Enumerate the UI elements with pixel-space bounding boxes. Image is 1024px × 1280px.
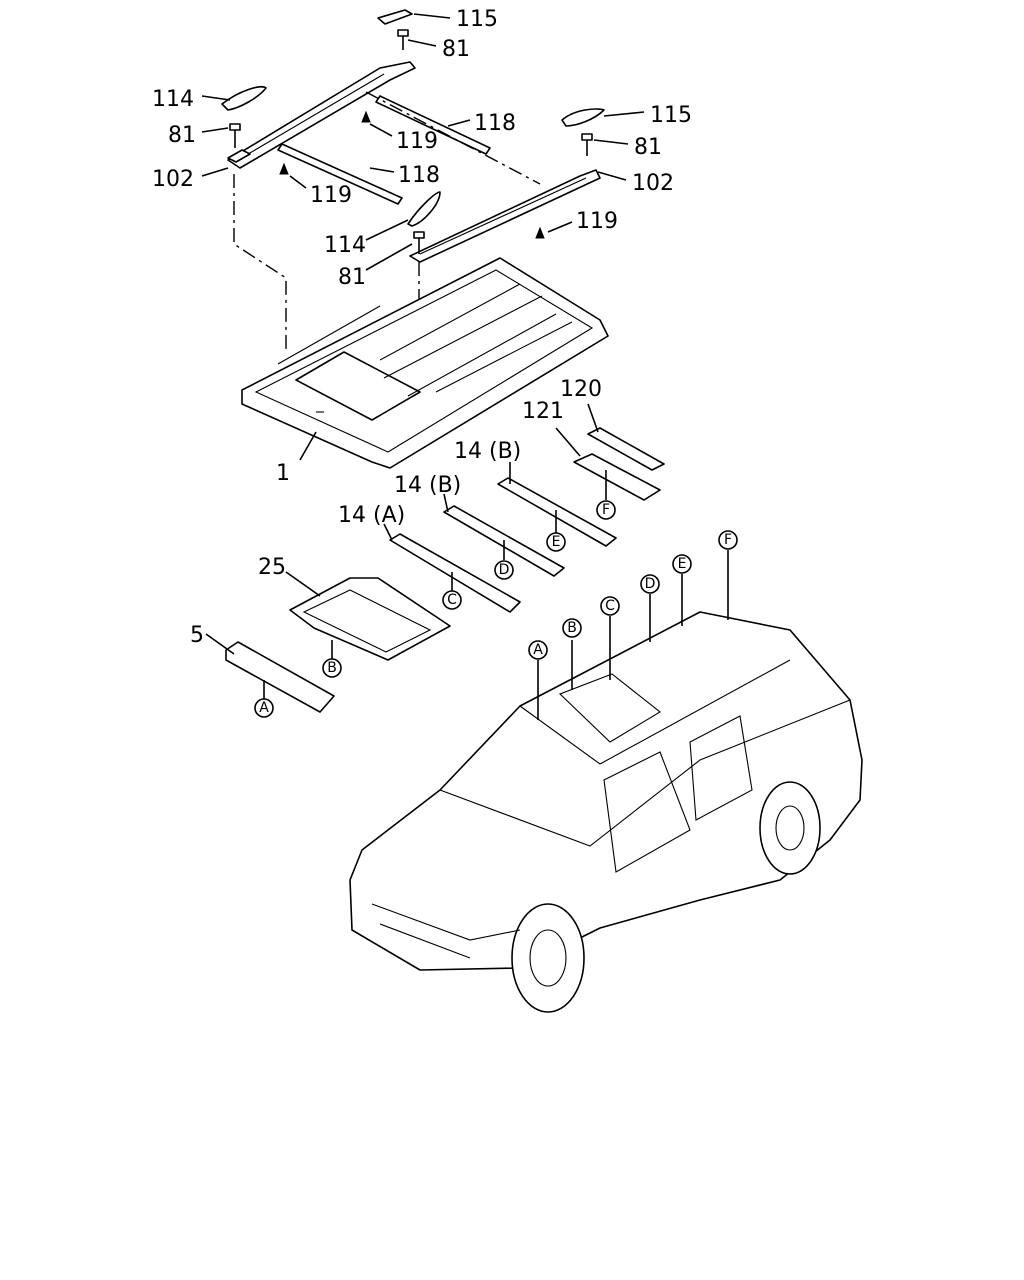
callout-118-top: 118 [474, 111, 516, 136]
callout-118-mid: 118 [398, 163, 440, 188]
callout-121: 121 [522, 399, 564, 424]
vehicle-outline [349, 611, 863, 1013]
callout-120: 120 [560, 377, 602, 402]
callout-81-right: 81 [634, 135, 662, 160]
circled-letters: F E D C B A A B C D E F [254, 500, 738, 718]
callout-81-left: 81 [168, 123, 196, 148]
callout-81-top: 81 [442, 37, 470, 62]
callout-14b-lower: 14 (B) [394, 473, 461, 498]
circle-e-part: E [552, 534, 561, 550]
callout-119-right: 119 [576, 209, 618, 234]
callout-1-roof: 1 [276, 461, 290, 486]
callout-labels: 115 81 114 81 102 118 119 118 119 115 81… [152, 7, 692, 648]
callout-102-left: 102 [152, 167, 194, 192]
callout-119-mid: 119 [310, 183, 352, 208]
callout-115-right: 115 [650, 103, 692, 128]
callout-25: 25 [258, 555, 286, 580]
roof-panel [241, 257, 609, 469]
circle-e-car: E [678, 556, 687, 572]
callout-14b-upper: 14 (B) [454, 439, 521, 464]
roof-rail-assembly [221, 9, 605, 432]
callout-102-right: 102 [632, 171, 674, 196]
callout-114-left: 114 [152, 87, 194, 112]
callout-5: 5 [190, 623, 204, 648]
circle-c-part: C [447, 592, 457, 608]
circle-b-part: B [327, 660, 337, 676]
circle-c-car: C [605, 598, 615, 614]
callout-81-front: 81 [338, 265, 366, 290]
circle-b-car: B [567, 620, 577, 636]
circle-a-part: A [259, 700, 269, 716]
leader-lines [201, 13, 729, 720]
circle-a-car: A [533, 642, 543, 658]
callout-114-front: 114 [324, 233, 366, 258]
circle-f-car: F [724, 532, 732, 548]
circle-d-car: D [645, 576, 656, 592]
callout-14a: 14 (A) [338, 503, 405, 528]
callout-119-top: 119 [396, 129, 438, 154]
callout-115-top: 115 [456, 7, 498, 32]
circle-d-part: D [499, 562, 510, 578]
circle-f-part: F [602, 502, 610, 518]
